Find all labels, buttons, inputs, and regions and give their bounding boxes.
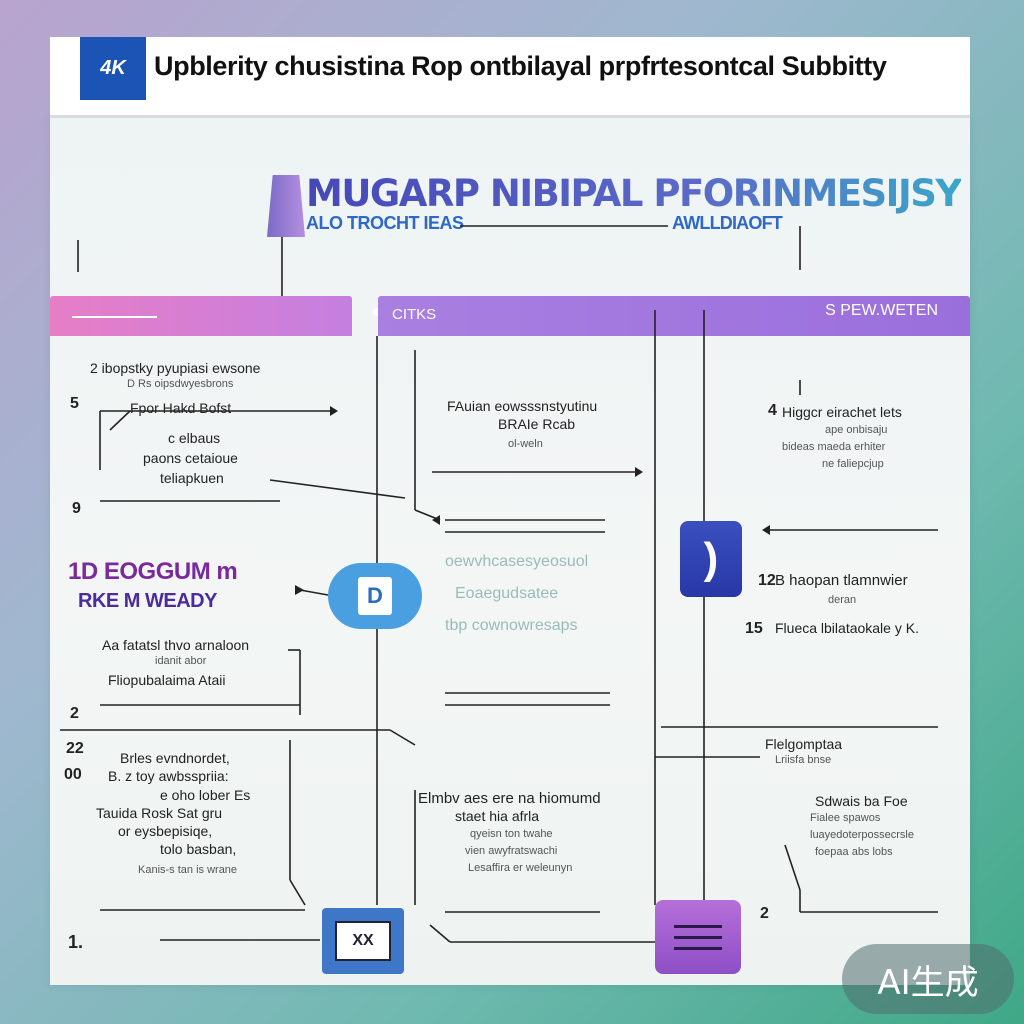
subtitle-right: AWLLDIAOFT <box>672 213 783 233</box>
middle-faded-line: oewvhcasesyeosuol <box>445 553 589 570</box>
step-number: 1. <box>68 932 84 952</box>
right-text-line: Higgcr eirachet lets <box>782 404 902 420</box>
subtitle-left: ALO TROCHT IEAS <box>306 213 464 233</box>
left-header-rule <box>72 316 157 318</box>
step-number: 15 <box>745 620 763 637</box>
middle-text-line: vien awyfratswachi <box>465 845 558 857</box>
step-number: 5 <box>70 395 79 412</box>
emphasis-subheading: RKE M WEADY <box>78 590 217 612</box>
middle-faded-line: tbp cownowresaps <box>445 617 578 634</box>
middle-text-line: Lesaffira er weleunyn <box>468 862 573 874</box>
diagram-canvas <box>50 115 970 985</box>
list-document-icon[interactable] <box>655 900 741 974</box>
main-title: MUGARP NIBIPAL PFORINMESIJSY <box>306 172 962 215</box>
pillar-icon <box>267 175 305 237</box>
right-panel-header: CITKS S PEW.WETEN <box>378 296 970 336</box>
right-text-line: Sdwais ba Foe <box>815 793 908 809</box>
header-bar: 4K Upblerity chusistina Rop ontbilayal p… <box>50 37 970 118</box>
right-text-line: bideas maeda erhiter <box>782 441 886 453</box>
left-text-line: e oho lober Es <box>160 787 251 803</box>
ai-generated-badge: AI生成 <box>842 944 1014 1014</box>
left-text-line: teliapkuen <box>160 470 224 486</box>
document-circle-icon[interactable]: D <box>328 563 422 629</box>
middle-text-line: BRAIe Rcab <box>498 416 576 432</box>
step-number: 2 <box>760 905 769 922</box>
middle-text-line: qyeisn ton twahe <box>470 828 553 840</box>
left-text-line: paons cetaioue <box>143 450 238 466</box>
left-text-line: tolo basban, <box>160 841 237 857</box>
right-text-line: Lriisfa bnse <box>775 754 832 766</box>
left-text-line: idanit abor <box>155 655 207 667</box>
left-text-line: c elbaus <box>168 430 221 446</box>
right-text-line: ape onbisaju <box>825 424 888 436</box>
left-text-line: 2 ibopstky pyupiasi ewsone <box>90 360 261 376</box>
step-number: 2 <box>70 705 79 722</box>
right-text-line: Flelgomptaa <box>765 736 843 752</box>
panel-label-pew: S PEW.WETEN <box>825 302 938 319</box>
right-text-line: foepaa abs lobs <box>815 846 893 858</box>
middle-text-line: ol-weln <box>508 438 543 450</box>
middle-text-line: staet hia afrla <box>455 808 540 824</box>
step-number: 4 <box>768 402 777 419</box>
right-text-line: B haopan tlamnwier <box>775 572 908 589</box>
left-text-line: Tauida Rosk Sat gru <box>96 805 223 821</box>
left-text-line: Fliopubalaima Ataii <box>108 672 226 688</box>
step-number: 9 <box>72 500 81 517</box>
emphasis-heading: 1D EOGGUM m <box>68 558 238 585</box>
left-text-line: Aa fatatsl thvo arnaloon <box>102 637 250 653</box>
curve-square-icon[interactable]: ) <box>680 521 742 597</box>
archive-box-icon[interactable]: XX <box>322 908 404 974</box>
left-text-line: or eysbepisiqe, <box>118 823 213 839</box>
left-text-line: Fpor Hakd Bofst <box>130 400 232 416</box>
step-number: 22 <box>66 740 84 757</box>
panel-label-citks: CITKS <box>392 306 437 323</box>
left-text-line: B. z toy awbsspriia: <box>108 768 229 784</box>
curve-icon: ) <box>703 534 719 583</box>
right-text-line: luayedoterpossecrsle <box>810 829 914 841</box>
left-text-line: D Rs oipsdwyesbrons <box>127 378 234 390</box>
right-text-line: Flueca lbilataokale y K. <box>775 620 919 636</box>
x-box-icon: XX <box>335 921 391 961</box>
header-title: Upblerity chusistina Rop ontbilayal prpf… <box>154 51 887 81</box>
step-number: 12 <box>758 572 776 589</box>
left-panel-header <box>50 296 381 336</box>
step-number: 00 <box>64 766 82 783</box>
dot-icon <box>373 308 381 316</box>
right-text-line: deran <box>828 594 857 606</box>
list-lines-icon <box>674 924 722 950</box>
right-text-line: Fialee spawos <box>810 812 881 824</box>
middle-text-line: Elmbv aes ere na hiomumd <box>418 790 601 807</box>
middle-faded-line: Eoaegudsatee <box>455 585 559 602</box>
right-text-line: ne faliepcjup <box>822 458 884 470</box>
document-icon: D <box>358 577 392 615</box>
left-text-line: Kanis-s tan is wrane <box>138 864 238 876</box>
middle-text-line: FAuian eowsssnstyutinu <box>447 398 598 414</box>
left-text-line: Brles evndnordet, <box>120 750 230 766</box>
brand-logo[interactable]: 4K <box>80 37 146 100</box>
